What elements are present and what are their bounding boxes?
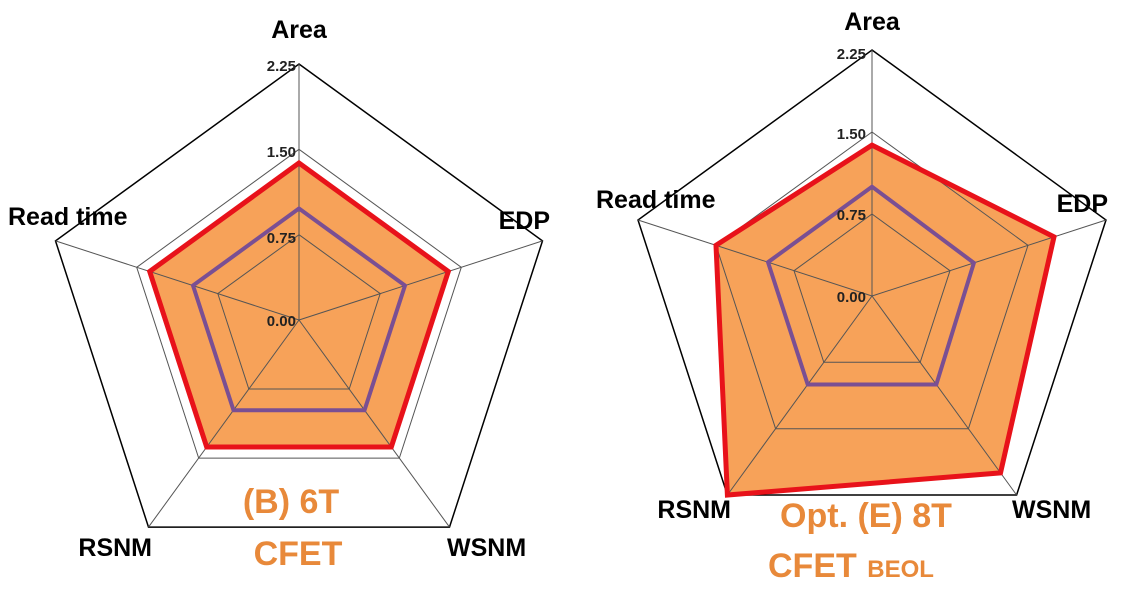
series-1-line — [765, 184, 977, 387]
spoke-edp — [298, 240, 543, 321]
axis-label-rsnm: RSNM — [657, 496, 731, 524]
spoke-read-time — [637, 219, 873, 297]
tick-label-3: 2.25 — [267, 58, 296, 75]
grid-ring-1 — [793, 213, 951, 363]
axis-label-read-time: Read time — [596, 186, 716, 214]
panel-title-line-2: CFET BEOL — [768, 547, 934, 585]
radar-grid-right — [637, 49, 1107, 496]
spoke-rsnm — [148, 319, 300, 528]
panel-title-cfet: CFET — [768, 547, 857, 585]
spoke-read-time — [55, 240, 300, 321]
radar-series-left — [146, 159, 452, 450]
grid-ring-1 — [217, 234, 381, 390]
radar-grid-left — [54, 63, 544, 528]
axis-label-wsnm: WSNM — [1012, 496, 1091, 524]
axis-label-wsnm: WSNM — [447, 534, 526, 562]
axis-label-area: Area — [271, 16, 328, 44]
spoke-rsnm — [726, 295, 873, 496]
radar-series-right — [713, 142, 1057, 498]
tick-label-1: 0.75 — [267, 230, 296, 247]
spoke-wsnm — [298, 319, 450, 528]
panel-title-line-2: CFET — [254, 535, 343, 573]
grid-ring-3 — [54, 63, 544, 528]
tick-label-2: 1.50 — [267, 144, 296, 161]
series-0-fill — [716, 145, 1054, 495]
axis-label-edp: EDP — [499, 207, 550, 235]
tick-label-1: 0.75 — [837, 207, 866, 224]
axis-label-rsnm: RSNM — [78, 534, 152, 562]
panel-title-subscript: BEOL — [867, 556, 934, 583]
radar-chart-6t-cfet: Area EDP WSNM RSNM Read time 0.00 0.75 1… — [8, 16, 550, 573]
axis-label-area: Area — [844, 8, 901, 36]
radar-chart-8t-cfet-beol: Area EDP WSNM RSNM Read time 0.00 0.75 1… — [596, 8, 1108, 585]
axis-label-read-time: Read time — [8, 203, 128, 231]
tick-label-2: 1.50 — [837, 126, 866, 143]
grid-ring-2 — [136, 148, 462, 459]
panel-title-line-1: Opt. (E) 8T — [780, 497, 952, 535]
series-0-line — [146, 159, 452, 450]
panel-title-line-1: (B) 6T — [243, 483, 340, 521]
axis-label-edp: EDP — [1057, 190, 1108, 218]
spoke-edp — [871, 219, 1107, 297]
spoke-wsnm — [871, 295, 1018, 496]
tick-label-0: 0.00 — [837, 289, 866, 306]
series-1-line — [190, 206, 408, 413]
tick-label-3: 2.25 — [837, 46, 866, 63]
grid-ring-3 — [637, 49, 1107, 496]
tick-label-0: 0.00 — [267, 313, 296, 330]
series-0-line — [713, 142, 1057, 498]
